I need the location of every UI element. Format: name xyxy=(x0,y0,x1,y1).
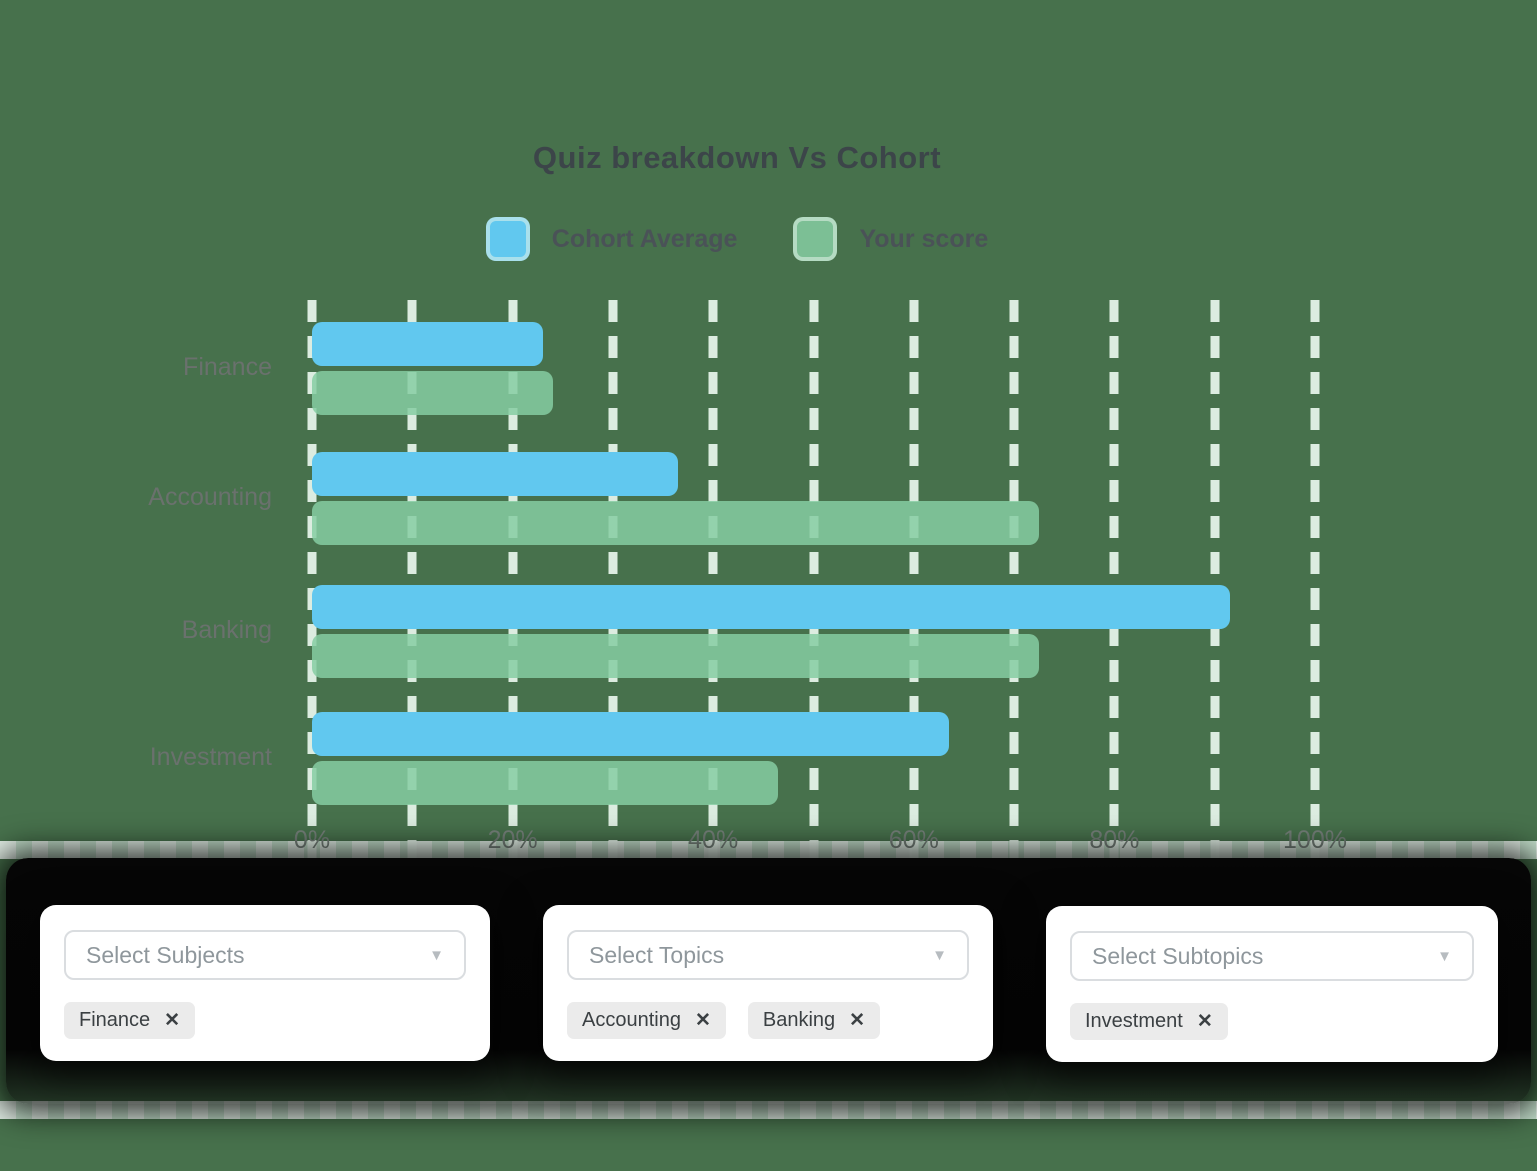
chart-legend: Cohort Average Your score xyxy=(0,217,1474,261)
filter-tag-banking: Banking ✕ xyxy=(747,1002,881,1039)
chevron-down-icon: ▼ xyxy=(932,946,947,964)
x-tick-label-100pct: 100% xyxy=(1283,826,1347,854)
category-label-banking: Banking xyxy=(181,616,272,644)
subtopics-tags: Investment ✕ xyxy=(1070,1003,1228,1040)
category-label-accounting: Accounting xyxy=(148,483,272,511)
filter-tag-label: Investment xyxy=(1085,1010,1183,1032)
gridline xyxy=(809,300,818,858)
bar-your-score-accounting xyxy=(312,501,1040,545)
subjects-select-placeholder: Select Subjects xyxy=(86,941,245,968)
chevron-down-icon: ▼ xyxy=(1437,947,1452,965)
subtopics-select-placeholder: Select Subtopics xyxy=(1092,942,1264,969)
subtopics-filter-card: Select Subtopics ▼ Investment ✕ xyxy=(1046,906,1498,1062)
cohort-average-swatch-icon xyxy=(485,217,530,261)
bar-cohort-average-banking xyxy=(312,585,1230,629)
bar-cohort-average-finance xyxy=(312,322,543,366)
gridline xyxy=(909,300,919,858)
remove-tag-icon[interactable]: ✕ xyxy=(164,1010,181,1031)
x-tick-label-0pct: 0% xyxy=(293,826,331,854)
remove-tag-icon[interactable]: ✕ xyxy=(694,1010,711,1031)
gridline xyxy=(1210,300,1220,858)
topics-tags: Accounting ✕ Banking ✕ xyxy=(567,1002,881,1039)
bottom-strip xyxy=(0,1101,1537,1119)
gridline xyxy=(1009,300,1019,858)
plot-area xyxy=(307,300,1320,858)
remove-tag-icon[interactable]: ✕ xyxy=(1196,1011,1213,1032)
subtopics-select[interactable]: Select Subtopics ▼ xyxy=(1070,931,1474,981)
filter-tag-accounting: Accounting ✕ xyxy=(567,1002,726,1039)
category-label-investment: Investment xyxy=(149,743,272,771)
filter-tag-finance: Finance ✕ xyxy=(64,1002,196,1039)
bar-your-score-investment xyxy=(312,761,779,805)
subjects-filter-card: Select Subjects ▼ Finance ✕ xyxy=(40,905,490,1061)
bar-your-score-banking xyxy=(312,634,1040,678)
filter-tag-label: Accounting xyxy=(582,1009,681,1031)
topics-select-placeholder: Select Topics xyxy=(589,941,725,968)
bar-cohort-average-accounting xyxy=(312,452,679,496)
x-tick-label-60pct: 60% xyxy=(888,826,939,854)
bar-your-score-finance xyxy=(312,371,553,415)
chevron-down-icon: ▼ xyxy=(429,946,444,964)
category-label-finance: Finance xyxy=(183,353,272,381)
axis-strip xyxy=(0,841,1537,859)
your-score-swatch-icon xyxy=(793,217,838,261)
gridline xyxy=(1310,300,1320,858)
gridline xyxy=(708,300,718,858)
legend-label-your-score: Your score xyxy=(859,224,989,253)
remove-tag-icon[interactable]: ✕ xyxy=(849,1010,866,1031)
topics-filter-card: Select Topics ▼ Accounting ✕ Banking ✕ xyxy=(543,905,993,1061)
chart-title: Quiz breakdown Vs Cohort xyxy=(532,140,942,175)
legend-item-cohort-average[interactable]: Cohort Average xyxy=(485,217,738,261)
subjects-tags: Finance ✕ xyxy=(64,1002,196,1039)
legend-label-cohort-average: Cohort Average xyxy=(551,224,738,253)
x-tick-label-20pct: 20% xyxy=(487,826,538,854)
gridline xyxy=(508,300,518,858)
gridline xyxy=(307,300,317,858)
gridline xyxy=(608,300,618,858)
filter-tag-label: Banking xyxy=(762,1009,836,1031)
filter-tag-label: Finance xyxy=(79,1009,151,1031)
subjects-select[interactable]: Select Subjects ▼ xyxy=(64,930,466,980)
topics-select[interactable]: Select Topics ▼ xyxy=(567,930,969,980)
filter-tag-investment: Investment ✕ xyxy=(1070,1003,1228,1040)
x-tick-label-40pct: 40% xyxy=(688,826,739,854)
legend-item-your-score[interactable]: Your score xyxy=(793,217,988,261)
gridline xyxy=(407,300,417,858)
x-tick-label-80pct: 80% xyxy=(1089,826,1140,854)
bar-cohort-average-investment xyxy=(312,712,949,756)
gridline xyxy=(1109,300,1119,858)
